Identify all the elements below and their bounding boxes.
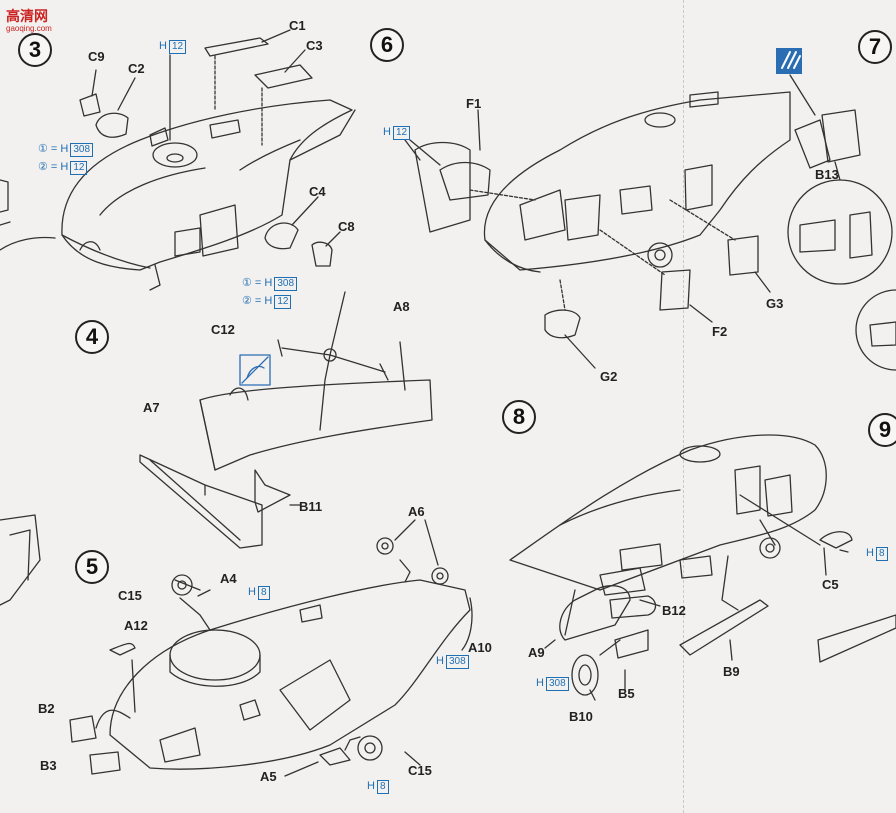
part-label-c2: C2 — [128, 61, 145, 76]
watermark-logo: 高清网 gaoqing.com — [6, 6, 52, 33]
fold-line — [683, 0, 684, 813]
step9-fragment-drawing — [0, 179, 41, 606]
part-label-a9: A9 — [528, 645, 545, 660]
step7-detail-drawing — [787, 74, 896, 371]
part-label-a12: A12 — [124, 618, 148, 633]
step8-fuselage-drawing — [509, 434, 896, 701]
part-label-b5: B5 — [618, 686, 635, 701]
step-number-3: 3 — [18, 33, 52, 67]
part-label-f1: F1 — [466, 96, 482, 111]
part-label-c1: C1 — [289, 18, 306, 33]
part-label-b13: B13 — [815, 167, 839, 182]
part-label-a7: A7 — [143, 400, 160, 415]
step-number-9: 9 — [868, 413, 896, 447]
part-label-g3: G3 — [766, 296, 784, 311]
step5-nose-drawing — [69, 519, 473, 777]
part-label-c15-top: C15 — [118, 588, 142, 603]
part-label-c9: C9 — [88, 49, 105, 64]
step-number-5: 5 — [75, 550, 109, 584]
part-label-a10: A10 — [468, 640, 492, 655]
part-label-c12: C12 — [211, 322, 235, 337]
step4-tail-drawing — [139, 291, 433, 549]
step-number-7: 7 — [858, 30, 892, 64]
part-label-b9: B9 — [723, 664, 740, 679]
part-label-a4: A4 — [220, 571, 237, 586]
part-label-a8: A8 — [393, 299, 410, 314]
step-number-8: 8 — [502, 400, 536, 434]
part-label-b2: B2 — [38, 701, 55, 716]
part-label-f2: F2 — [712, 324, 728, 339]
part-label-b10: B10 — [569, 709, 593, 724]
step6-cockpit-drawing — [404, 91, 791, 369]
part-label-a6: A6 — [408, 504, 425, 519]
watermark-url: gaoqing.com — [6, 24, 52, 33]
part-label-c4: C4 — [309, 184, 326, 199]
part-label-c8: C8 — [338, 219, 355, 234]
part-label-b3: B3 — [40, 758, 57, 773]
watermark-title: 高清网 — [6, 8, 48, 24]
part-label-c5: C5 — [822, 577, 839, 592]
part-label-c15-bottom: C15 — [408, 763, 432, 778]
step-number-6: 6 — [370, 28, 404, 62]
part-label-c3: C3 — [306, 38, 323, 53]
part-label-b12: B12 — [662, 603, 686, 618]
part-label-b11: B11 — [299, 499, 323, 514]
step3-fuselage-drawing — [0, 29, 356, 291]
part-label-g2: G2 — [600, 369, 618, 384]
step-number-4: 4 — [75, 320, 109, 354]
part-label-a5: A5 — [260, 769, 277, 784]
